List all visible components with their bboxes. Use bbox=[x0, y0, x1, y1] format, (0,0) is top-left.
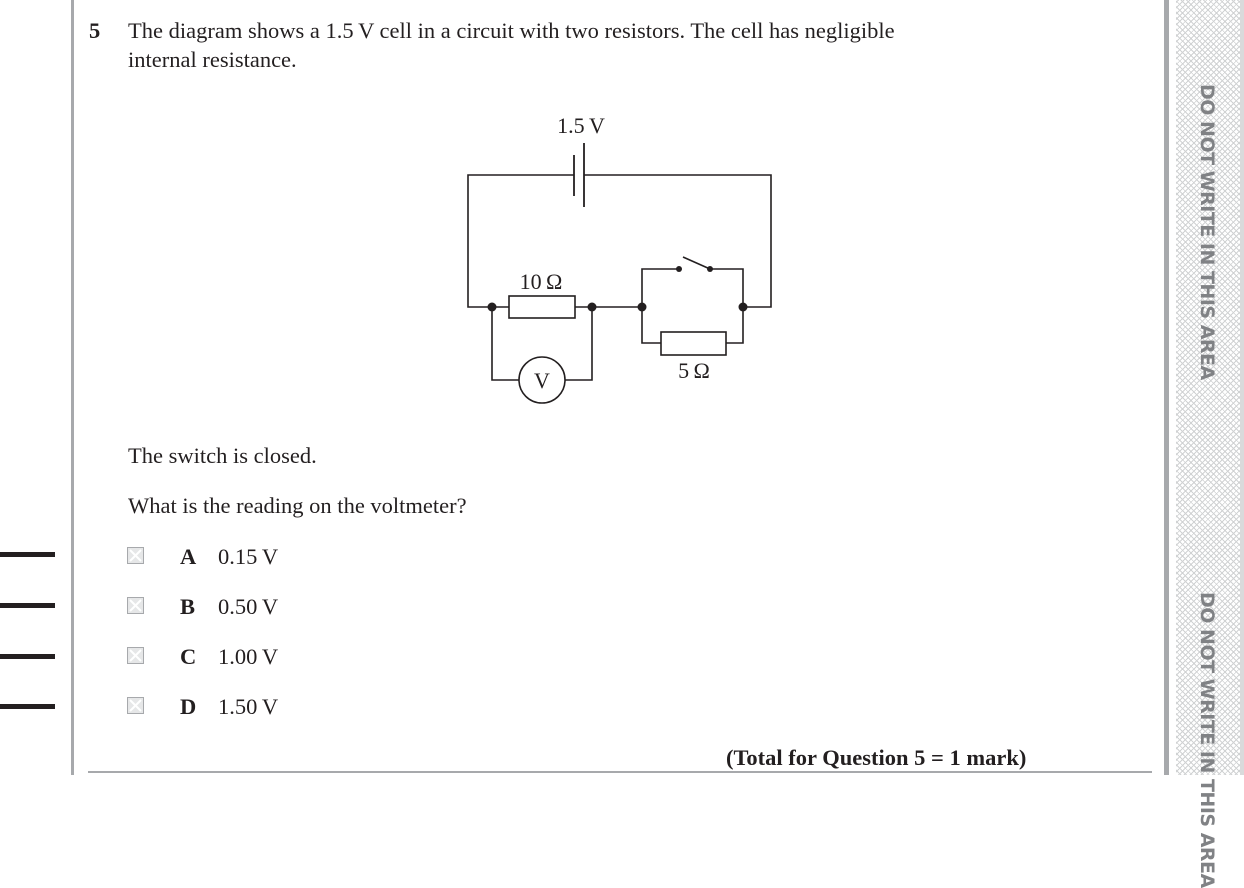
answer-checkbox[interactable] bbox=[127, 697, 144, 714]
option-letter: D bbox=[180, 694, 197, 719]
switch-lever bbox=[682, 256, 711, 270]
resistor-10-label: 10 Ω bbox=[520, 269, 563, 294]
option-letter: C bbox=[180, 644, 197, 669]
switch-contact bbox=[707, 266, 713, 272]
resistor-5-label: 5 Ω bbox=[678, 358, 710, 383]
switch-contact bbox=[676, 266, 682, 272]
strip-edge bbox=[1240, 0, 1244, 775]
wire bbox=[491, 307, 519, 381]
option-value: 0.15 V bbox=[218, 544, 279, 569]
answer-checkbox[interactable] bbox=[127, 597, 144, 614]
option-letter: A bbox=[180, 544, 197, 569]
wire bbox=[565, 307, 593, 381]
answer-checkbox[interactable] bbox=[127, 547, 144, 564]
margin-marker bbox=[0, 552, 55, 557]
total-marks: (Total for Question 5 = 1 mark) bbox=[726, 745, 1027, 770]
margin-marker bbox=[0, 654, 55, 659]
option-value: 0.50 V bbox=[218, 594, 279, 619]
junction-dot bbox=[487, 302, 497, 312]
wire bbox=[710, 268, 744, 307]
margin-marker bbox=[0, 603, 55, 608]
question-text: The diagram shows a 1.5 V cell in a circ… bbox=[128, 18, 895, 43]
bottom-rule bbox=[88, 771, 1152, 773]
option-value: 1.50 V bbox=[218, 694, 279, 719]
option-value: 1.00 V bbox=[218, 644, 279, 669]
answer-checkbox[interactable] bbox=[127, 647, 144, 664]
voltmeter bbox=[518, 356, 566, 404]
right-margin-line bbox=[1164, 0, 1169, 775]
wire bbox=[726, 307, 744, 344]
wire bbox=[584, 174, 772, 308]
voltmeter-label: V bbox=[534, 368, 550, 393]
question-text: internal resistance. bbox=[128, 47, 297, 72]
wire bbox=[467, 174, 574, 308]
statement: The switch is closed. bbox=[128, 443, 317, 468]
circuit-diagram: 1.5 V 10 Ω 5 Ω V bbox=[467, 113, 772, 404]
wire bbox=[641, 268, 679, 307]
junction-dot bbox=[738, 302, 748, 312]
wire bbox=[641, 307, 661, 344]
option-letter: B bbox=[180, 594, 196, 619]
cell-label: 1.5 V bbox=[557, 113, 605, 138]
resistor-10-ohm bbox=[508, 295, 576, 319]
prompt: What is the reading on the voltmeter? bbox=[128, 493, 467, 518]
junction-dot bbox=[637, 302, 647, 312]
question-number: 5 bbox=[89, 18, 101, 43]
left-margin-line bbox=[71, 0, 74, 775]
do-not-write-strip bbox=[1176, 0, 1240, 775]
margin-marker bbox=[0, 704, 55, 709]
junction-dot bbox=[587, 302, 597, 312]
resistor-5-ohm bbox=[660, 331, 727, 356]
